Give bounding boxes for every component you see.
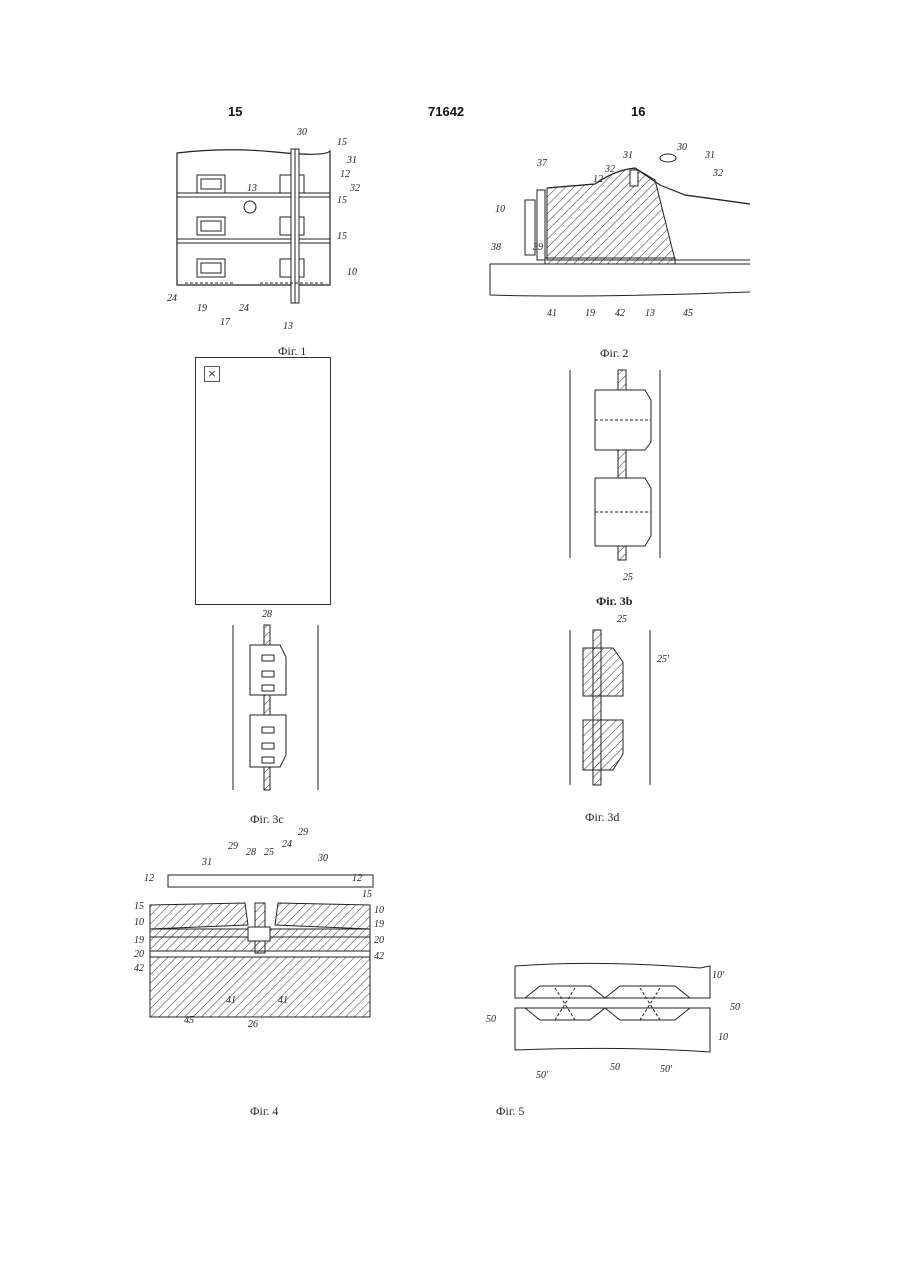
fig4-caption: Фіг. 4 xyxy=(250,1104,278,1119)
fig4-label-29b: 29 xyxy=(298,827,308,838)
page-number-right: 16 xyxy=(631,104,645,119)
fig1-label-31: 31 xyxy=(346,155,357,166)
fig1-label-24: 24 xyxy=(167,293,177,304)
fig2-label-45: 45 xyxy=(683,308,693,319)
fig3d-caption: Фіг. 3d xyxy=(585,810,619,825)
fig4-label-30: 30 xyxy=(317,853,328,864)
fig2-caption: Фіг. 2 xyxy=(600,346,628,361)
fig4-label-19b: 19 xyxy=(374,919,384,930)
fig1-label-19: 19 xyxy=(197,303,207,314)
fig2-label-30: 30 xyxy=(676,142,687,153)
fig4-label-12: 12 xyxy=(144,873,154,884)
fig4-label-25: 25 xyxy=(264,847,274,858)
fig4-label-42: 42 xyxy=(134,963,144,974)
fig1-label-15c: 15 xyxy=(337,231,347,242)
figure-3d: 25 25' xyxy=(565,610,695,790)
patent-number: 71642 xyxy=(428,104,464,119)
fig3d-label-25: 25 xyxy=(617,614,627,625)
fig5-label-50b: 50 xyxy=(730,1002,740,1013)
fig4-label-41: 41 xyxy=(226,995,236,1006)
fig2-label-31b: 31 xyxy=(704,150,715,161)
fig2-label-41: 41 xyxy=(547,308,557,319)
page-number-left: 15 xyxy=(228,104,242,119)
fig4-label-45: 45 xyxy=(184,1015,194,1026)
fig3b-label-25: 25 xyxy=(623,572,633,583)
fig2-label-42: 42 xyxy=(615,308,625,319)
fig2-label-19: 19 xyxy=(585,308,595,319)
fig1-label-12: 12 xyxy=(340,169,350,180)
fig4-label-20b: 20 xyxy=(374,935,384,946)
fig5-label-50prime: 50' xyxy=(536,1070,549,1081)
fig2-label-38: 38 xyxy=(490,242,501,253)
fig5-caption: Фіг. 5 xyxy=(496,1104,524,1119)
fig1-label-15: 15 xyxy=(337,137,347,148)
fig2-label-37: 37 xyxy=(536,158,548,169)
fig5-label-50: 50 xyxy=(486,1014,496,1025)
fig4-label-24: 24 xyxy=(282,839,292,850)
fig2-label-39: 39 xyxy=(532,242,543,253)
figure-3c: 28 xyxy=(228,605,323,795)
fig4-label-10b: 10 xyxy=(374,905,384,916)
fig2-label-10: 10 xyxy=(495,204,505,215)
fig1-label-15b: 15 xyxy=(337,195,347,206)
fig1-label-13b: 13 xyxy=(283,321,293,332)
fig3a-broken-image: × xyxy=(195,357,331,605)
figure-3b: 25 xyxy=(565,368,665,588)
fig4-label-26: 26 xyxy=(248,1019,258,1030)
fig4-label-15: 15 xyxy=(134,901,144,912)
fig1-label-32: 32 xyxy=(349,183,360,194)
fig4-label-15b: 15 xyxy=(362,889,372,900)
fig1-label-30: 30 xyxy=(296,127,307,138)
figure-5: 10' 50 50 10 50' 50 50' xyxy=(480,950,755,1085)
broken-image-icon: × xyxy=(204,366,220,382)
fig2-label-32b: 32 xyxy=(712,168,723,179)
fig5-label-10: 10 xyxy=(718,1032,728,1043)
fig1-label-13: 13 xyxy=(247,183,257,194)
fig4-label-10: 10 xyxy=(134,917,144,928)
fig1-label-10: 10 xyxy=(347,267,357,278)
figure-1: 30 15 31 12 13 32 15 15 10 24 19 17 24 1… xyxy=(165,125,380,340)
fig2-label-32: 32 xyxy=(604,164,615,175)
fig3b-caption: Фіг. 3b xyxy=(596,594,632,609)
fig5-label-50c: 50 xyxy=(610,1062,620,1073)
fig4-label-28: 28 xyxy=(246,847,256,858)
fig3c-label-28: 28 xyxy=(262,609,272,620)
fig4-label-41b: 41 xyxy=(278,995,288,1006)
fig5-label-50prime-b: 50' xyxy=(660,1064,673,1075)
fig3d-label-25prime: 25' xyxy=(657,654,670,665)
fig4-label-29: 29 xyxy=(228,841,238,852)
fig2-label-13: 13 xyxy=(645,308,655,319)
fig4-label-20: 20 xyxy=(134,949,144,960)
fig4-label-19: 19 xyxy=(134,935,144,946)
figure-2: 30 31 31 37 32 12 32 10 38 39 41 19 42 1… xyxy=(485,140,755,325)
fig4-label-31: 31 xyxy=(201,857,212,868)
fig4-label-42b: 42 xyxy=(374,951,384,962)
fig1-label-17: 17 xyxy=(220,317,231,328)
fig2-label-12: 12 xyxy=(593,174,603,185)
fig5-label-10prime: 10' xyxy=(712,970,725,981)
figure-4: 29 24 28 25 29 31 30 12 12 15 15 10 10 1… xyxy=(130,825,390,1050)
fig4-label-12b: 12 xyxy=(352,873,362,884)
fig1-label-24b: 24 xyxy=(239,303,249,314)
fig2-label-31: 31 xyxy=(622,150,633,161)
